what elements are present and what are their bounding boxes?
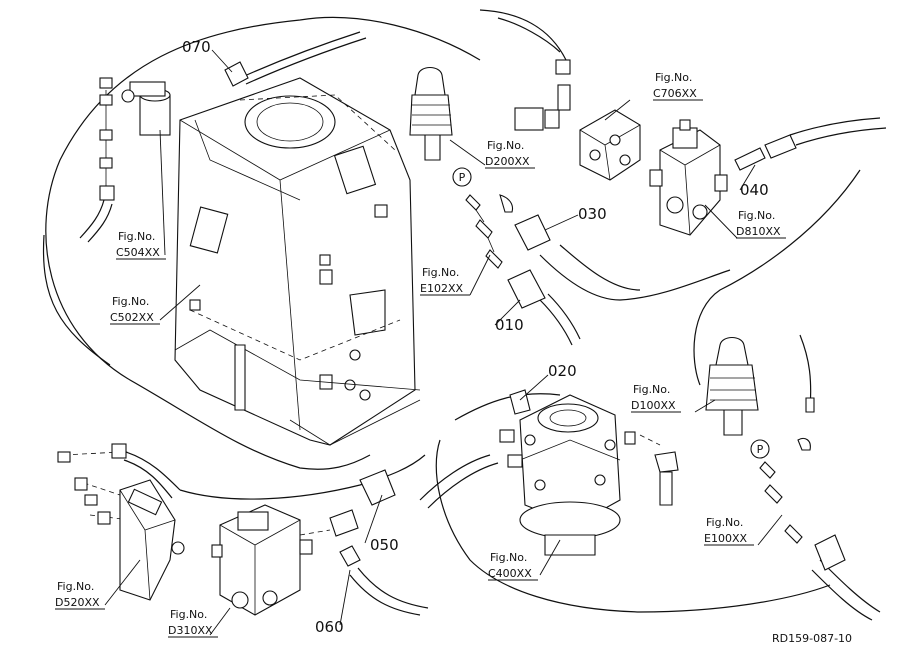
svg-text:Fig.No.: Fig.No. <box>706 516 743 529</box>
control-valve-c706 <box>514 59 641 181</box>
svg-text:D100XX: D100XX <box>631 399 676 412</box>
pilot-marker-right: P <box>750 439 770 459</box>
svg-text:E102XX: E102XX <box>420 282 463 295</box>
drawing-reference: RD159-087-10 <box>772 632 852 645</box>
svg-text:C502XX: C502XX <box>110 311 154 324</box>
valve-d310 <box>211 504 313 616</box>
fig-ref-c504: Fig.No. C504XX <box>116 230 166 260</box>
svg-text:Fig.No.: Fig.No. <box>738 209 775 222</box>
fig-ref-c706: Fig.No. C706XX <box>653 71 703 101</box>
svg-text:Fig.No.: Fig.No. <box>170 608 207 621</box>
fig-ref-e100: Fig.No. E100XX <box>704 516 754 546</box>
fig-ref-d100: Fig.No. D100XX <box>631 383 681 413</box>
svg-text:C706XX: C706XX <box>653 87 697 100</box>
hydraulic-tank <box>174 77 421 446</box>
svg-text:C504XX: C504XX <box>116 246 160 259</box>
pilot-markers: P P <box>452 167 770 459</box>
figure-references: Fig.No. C504XX Fig.No. C502XX Fig.No. D2… <box>55 71 786 638</box>
callout-030: 030 <box>578 205 607 223</box>
svg-text:Fig.No.: Fig.No. <box>57 580 94 593</box>
swivel-joint-c400 <box>499 389 679 556</box>
callout-numbers: 070 030 040 010 020 050 060 <box>182 38 769 636</box>
svg-text:Fig.No.: Fig.No. <box>633 383 670 396</box>
fig-ref-d200: Fig.No. D200XX <box>485 139 535 169</box>
fig-ref-d520: Fig.No. D520XX <box>55 580 105 610</box>
svg-text:Fig.No.: Fig.No. <box>487 139 524 152</box>
svg-text:D520XX: D520XX <box>55 596 100 609</box>
fig-ref-c502: Fig.No. C502XX <box>110 295 160 325</box>
svg-text:D200XX: D200XX <box>485 155 530 168</box>
hose-fittings-center <box>224 61 551 567</box>
callout-070: 070 <box>182 38 211 56</box>
fig-ref-d810: Fig.No. D810XX <box>736 209 786 239</box>
callout-050: 050 <box>370 536 399 554</box>
svg-text:Fig.No.: Fig.No. <box>490 551 527 564</box>
svg-text:D310XX: D310XX <box>168 624 213 637</box>
leader-lines <box>104 49 783 636</box>
svg-text:P: P <box>459 171 466 184</box>
svg-text:P: P <box>757 443 764 456</box>
callout-060: 060 <box>315 618 344 636</box>
svg-text:E100XX: E100XX <box>704 532 747 545</box>
bracket-d520 <box>57 443 185 601</box>
suction-filter <box>79 77 171 243</box>
callout-010: 010 <box>495 316 524 334</box>
svg-text:C400XX: C400XX <box>488 567 532 580</box>
callout-040: 040 <box>740 181 769 199</box>
svg-text:Fig.No.: Fig.No. <box>655 71 692 84</box>
pilot-marker-left: P <box>452 167 472 187</box>
fig-ref-e102: Fig.No. E102XX <box>420 266 470 296</box>
svg-text:Fig.No.: Fig.No. <box>118 230 155 243</box>
pilot-valve-right <box>705 336 846 571</box>
valve-d810 <box>649 119 797 236</box>
fig-ref-c400: Fig.No. C400XX <box>488 551 538 581</box>
fig-ref-d310: Fig.No. D310XX <box>168 608 218 638</box>
callout-020: 020 <box>548 362 577 380</box>
svg-text:Fig.No.: Fig.No. <box>112 295 149 308</box>
svg-text:D810XX: D810XX <box>736 225 781 238</box>
svg-text:Fig.No.: Fig.No. <box>422 266 459 279</box>
